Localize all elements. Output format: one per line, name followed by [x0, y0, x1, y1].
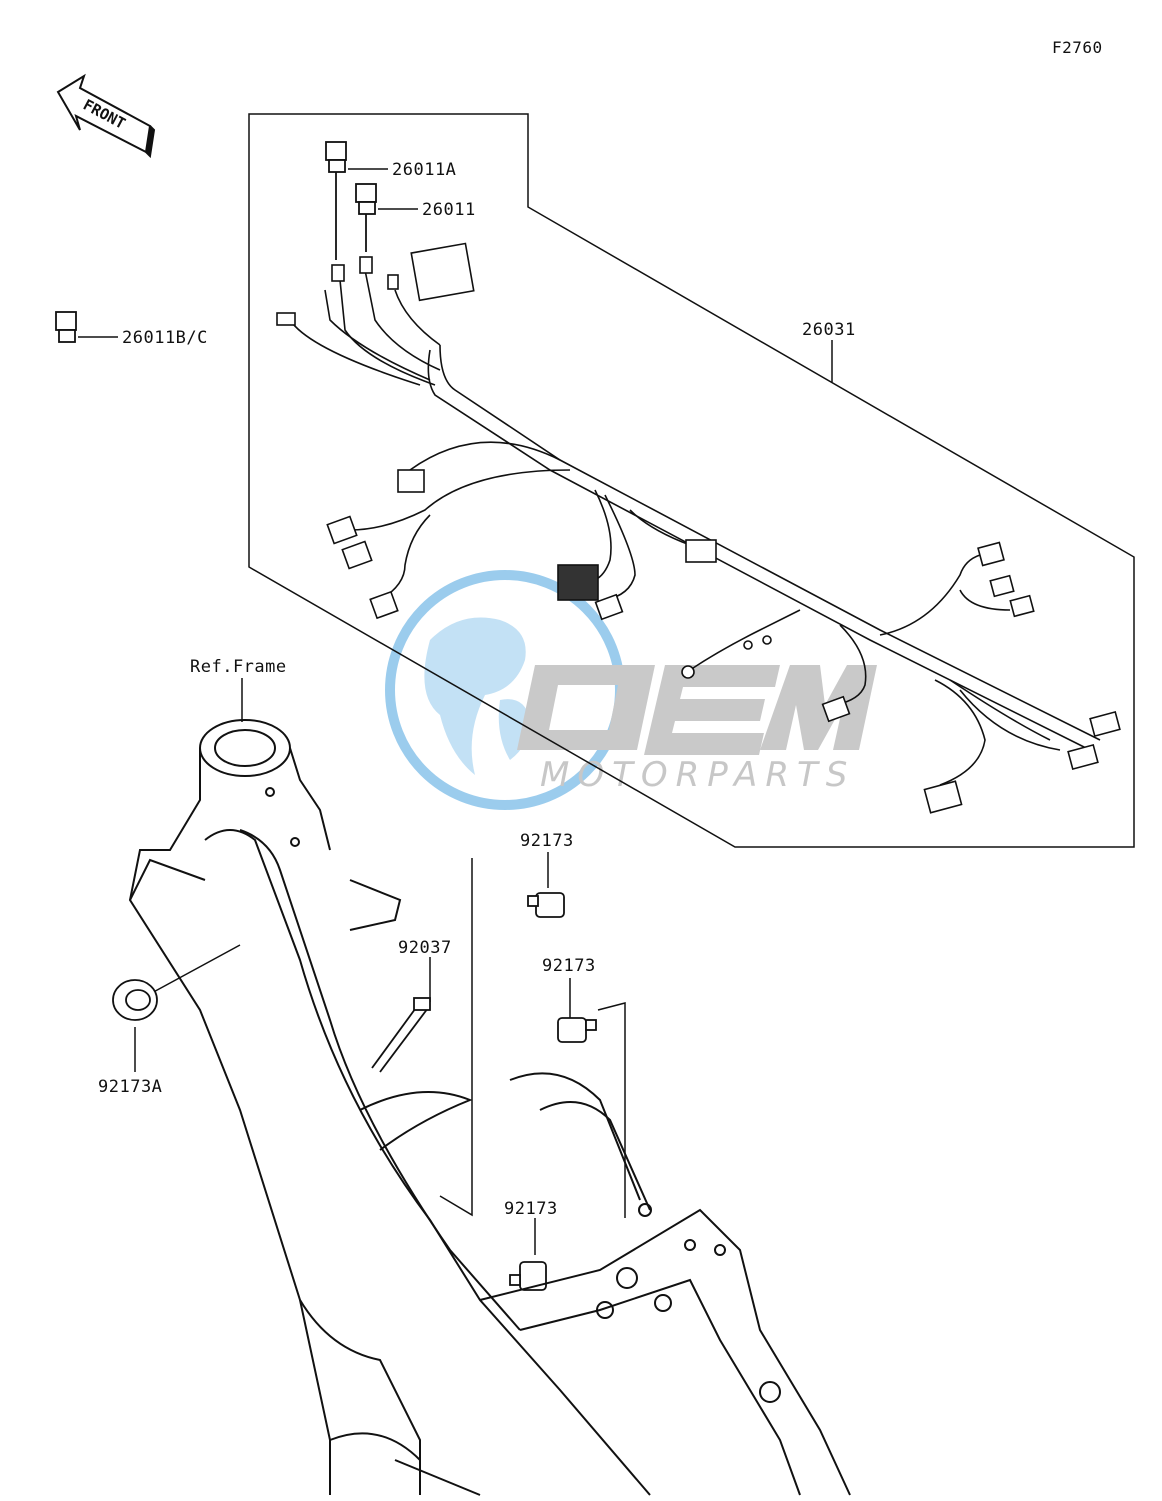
clamp-92173-low-icon: [509, 1261, 547, 1291]
connector-26011-icon: [355, 183, 377, 252]
part-label-26031: 26031: [802, 320, 856, 340]
clamp-92173A-icon: [112, 979, 158, 1021]
part-label-92173-low: 92173: [504, 1199, 558, 1219]
part-label-92037: 92037: [398, 938, 452, 958]
watermark-logo-letters: [517, 665, 877, 755]
part-label-26011BC: 26011B/C: [122, 328, 208, 348]
wiring-harness: [289, 269, 1101, 786]
motorcycle-frame: [128, 719, 851, 1496]
part-label-92173-mid: 92173: [542, 956, 596, 976]
watermark-continents: [424, 617, 530, 775]
watermark-sub-text: MOTORPARTS: [540, 755, 855, 795]
leader-lines: [78, 168, 833, 1255]
clamp-92173-top-icon: [527, 892, 565, 918]
connector-26011A-icon: [325, 141, 347, 260]
part-label-92173A: 92173A: [98, 1077, 163, 1097]
band-92037-icon: [371, 997, 431, 1073]
frame-reference-label: Ref.Frame: [190, 657, 287, 677]
figure-code: F2760: [1052, 38, 1103, 57]
harness-connectors: [276, 242, 1121, 814]
connector-26011BC-icon: [55, 311, 77, 343]
part-label-92173-top: 92173: [520, 831, 574, 851]
watermark: [385, 570, 877, 810]
front-direction-arrow: [56, 73, 156, 159]
harness-kit-boundary: [248, 113, 1135, 848]
part-label-26011: 26011: [422, 200, 476, 220]
clamp-92173-mid-icon: [557, 1017, 597, 1043]
part-label-26011A: 26011A: [392, 160, 457, 180]
